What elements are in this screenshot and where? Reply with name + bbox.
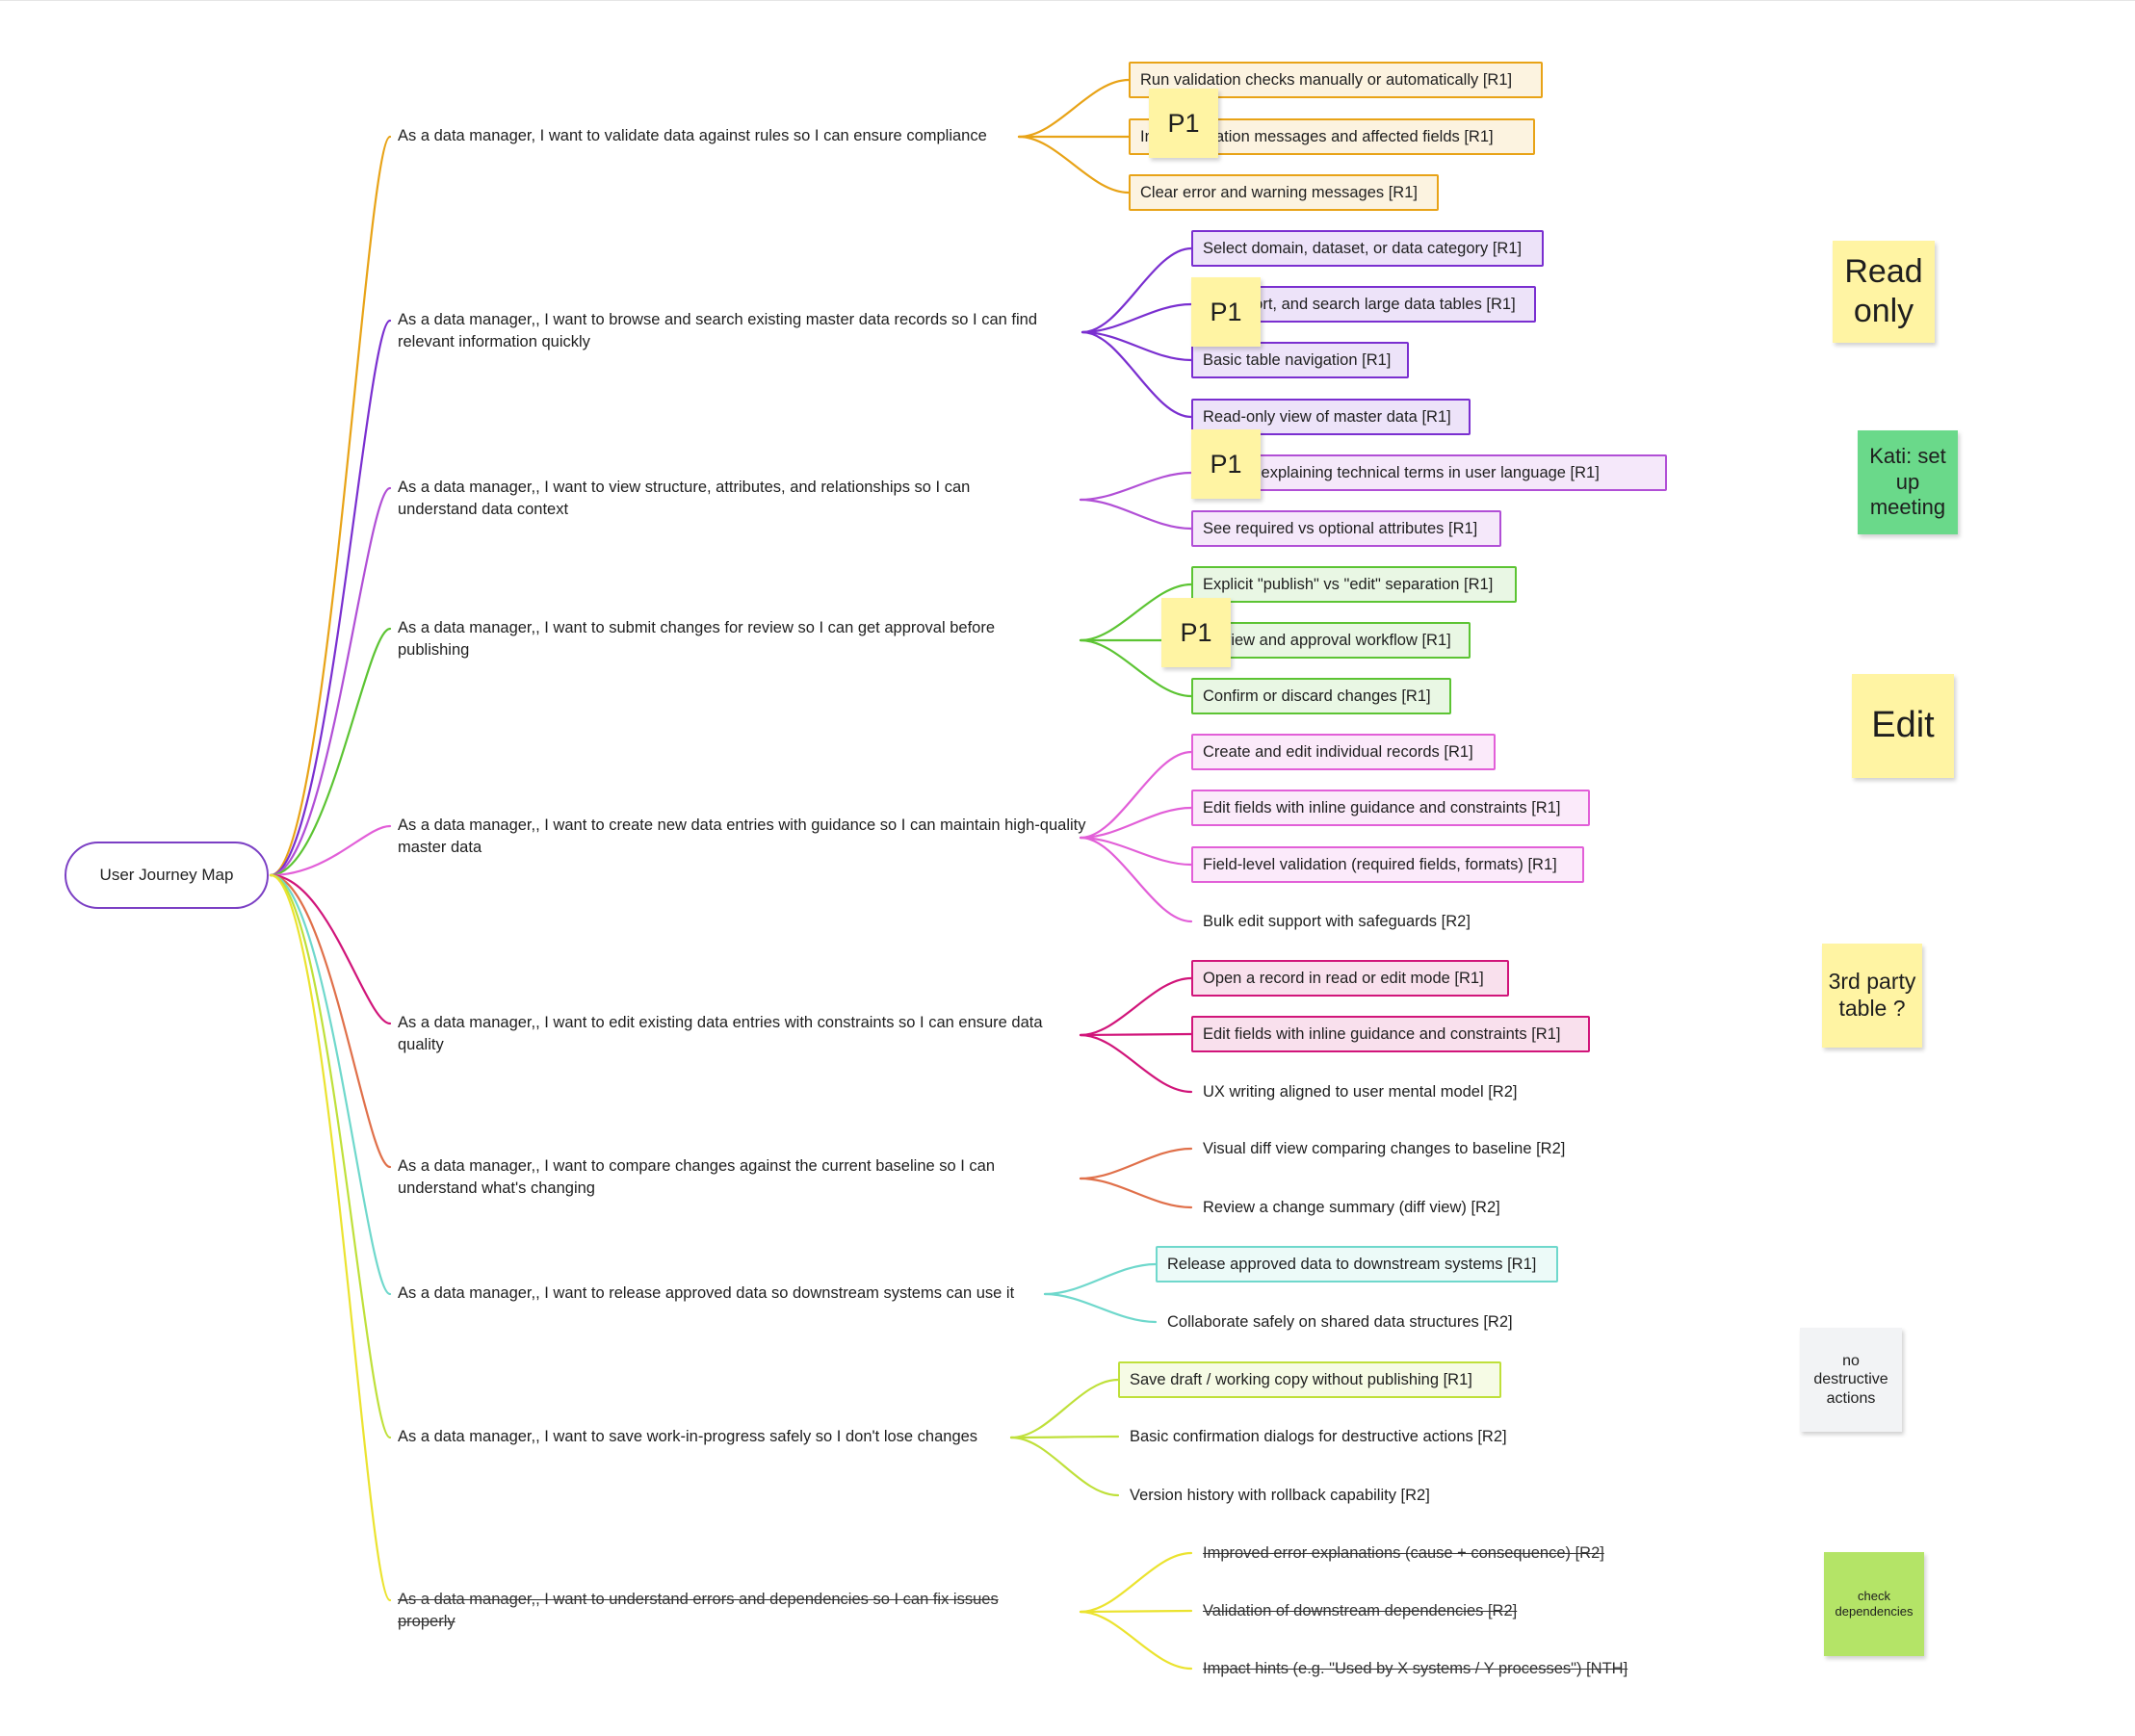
connector	[269, 135, 392, 877]
connector	[269, 627, 392, 877]
requirement-item[interactable]: Validation of downstream dependencies [R…	[1203, 1601, 1518, 1619]
connector	[1081, 302, 1193, 334]
connector	[269, 824, 392, 877]
connector	[1043, 1292, 1158, 1324]
requirement-item[interactable]: Edit fields with inline guidance and con…	[1191, 790, 1590, 826]
connector	[1079, 836, 1193, 867]
connector	[1081, 246, 1193, 334]
user-story[interactable]: As a data manager,, I want to compare ch…	[398, 1157, 996, 1197]
user-story[interactable]: As a data manager, I want to validate da…	[398, 127, 987, 144]
note-sticky[interactable]: no destructive actions	[1800, 1328, 1902, 1432]
requirement-item[interactable]: See required vs optional attributes [R1]	[1191, 510, 1501, 547]
connector	[1009, 1378, 1120, 1439]
connector	[269, 873, 392, 1296]
connector	[1079, 1609, 1193, 1614]
requirement-item[interactable]: Release approved data to downstream syst…	[1156, 1246, 1558, 1283]
requirement-item[interactable]: Basic confirmation dialogs for destructi…	[1130, 1427, 1507, 1445]
connector	[1079, 471, 1193, 502]
note-sticky[interactable]: Read only	[1833, 241, 1935, 343]
connector	[269, 873, 392, 1025]
user-story[interactable]: As a data manager,, I want to edit exist…	[398, 1014, 1043, 1053]
requirement-item[interactable]: Explicit "publish" vs "edit" separation …	[1191, 566, 1517, 603]
requirement-item[interactable]: Confirm or discard changes [R1]	[1191, 678, 1451, 714]
requirement-item[interactable]: Create and edit individual records [R1]	[1191, 734, 1496, 770]
connector	[1079, 583, 1193, 642]
canvas-top-border	[0, 0, 2135, 1]
requirement-item[interactable]: Save draft / working copy without publis…	[1118, 1361, 1501, 1398]
connector	[269, 873, 392, 1439]
requirement-item[interactable]: Edit fields with inline guidance and con…	[1191, 1016, 1590, 1052]
priority-sticky[interactable]: P1	[1191, 429, 1261, 499]
requirement-item[interactable]: Version history with rollback capability…	[1130, 1486, 1430, 1504]
requirement-item[interactable]: Open a record in read or edit mode [R1]	[1191, 960, 1509, 997]
requirement-item[interactable]: Collaborate safely on shared data struct…	[1167, 1312, 1513, 1331]
connector	[1079, 1033, 1193, 1094]
connector	[1079, 1551, 1193, 1614]
user-story[interactable]: As a data manager,, I want to create new…	[398, 816, 1086, 856]
connector	[1081, 330, 1193, 419]
connector	[1079, 806, 1193, 840]
user-story[interactable]: As a data manager,, I want to release ap…	[398, 1284, 1015, 1302]
note-sticky[interactable]: Kati: set up meeting	[1858, 430, 1958, 534]
note-sticky[interactable]: 3rd party table ?	[1822, 944, 1922, 1048]
connector	[269, 486, 392, 877]
root-node[interactable]: User Journey Map	[65, 842, 269, 909]
requirement-item[interactable]: Tooltips explaining technical terms in u…	[1191, 454, 1667, 491]
connector	[1079, 638, 1193, 698]
connector	[1079, 976, 1193, 1037]
connector	[1081, 330, 1193, 362]
requirement-item[interactable]: UX writing aligned to user mental model …	[1203, 1082, 1518, 1101]
requirement-item[interactable]: Read-only view of master data [R1]	[1191, 399, 1471, 435]
root-node-label: User Journey Map	[99, 866, 234, 884]
priority-sticky[interactable]: P1	[1161, 598, 1231, 667]
user-story[interactable]: As a data manager,, I want to view struc…	[398, 479, 971, 518]
priority-sticky[interactable]: P1	[1191, 277, 1261, 347]
requirement-item[interactable]: Bulk edit support with safeguards [R2]	[1203, 912, 1471, 930]
connector	[1079, 1610, 1193, 1671]
requirement-item[interactable]: Select domain, dataset, or data category…	[1191, 230, 1544, 267]
note-sticky[interactable]: check dependencies	[1824, 1552, 1924, 1656]
requirement-item[interactable]: Visual diff view comparing changes to ba…	[1203, 1139, 1566, 1157]
connector	[269, 873, 392, 1602]
user-story[interactable]: As a data manager,, I want to understand…	[398, 1591, 999, 1630]
priority-sticky[interactable]: P1	[1149, 89, 1218, 158]
connector	[1079, 750, 1193, 840]
user-story[interactable]: As a data manager,, I want to browse and…	[398, 311, 1038, 350]
connector	[1009, 1436, 1120, 1497]
requirement-item[interactable]: Improved error explanations (cause + con…	[1203, 1543, 1604, 1562]
note-sticky[interactable]: Edit	[1852, 674, 1954, 778]
user-story[interactable]: As a data manager,, I want to submit cha…	[398, 619, 996, 659]
requirement-item[interactable]: Review a change summary (diff view) [R2]	[1203, 1198, 1500, 1216]
requirement-item[interactable]: Review and approval workflow [R1]	[1191, 622, 1471, 659]
connector	[1079, 1177, 1193, 1209]
requirement-item[interactable]: Basic table navigation [R1]	[1191, 342, 1409, 378]
requirement-item[interactable]: Impact hints (e.g. "Used by X systems / …	[1203, 1659, 1628, 1677]
requirement-item[interactable]: Clear error and warning messages [R1]	[1129, 174, 1439, 211]
connector	[269, 873, 392, 1169]
connector	[1079, 1032, 1193, 1037]
connector	[1009, 1435, 1120, 1439]
requirement-item[interactable]: Field-level validation (required fields,…	[1191, 846, 1584, 883]
user-story[interactable]: As a data manager,, I want to save work-…	[398, 1428, 978, 1445]
connector	[1079, 498, 1193, 531]
connector	[269, 319, 392, 877]
connector	[1079, 836, 1193, 923]
connector	[1079, 1147, 1193, 1180]
connector	[1017, 78, 1131, 139]
connector	[1043, 1262, 1158, 1296]
connector	[1017, 135, 1131, 194]
